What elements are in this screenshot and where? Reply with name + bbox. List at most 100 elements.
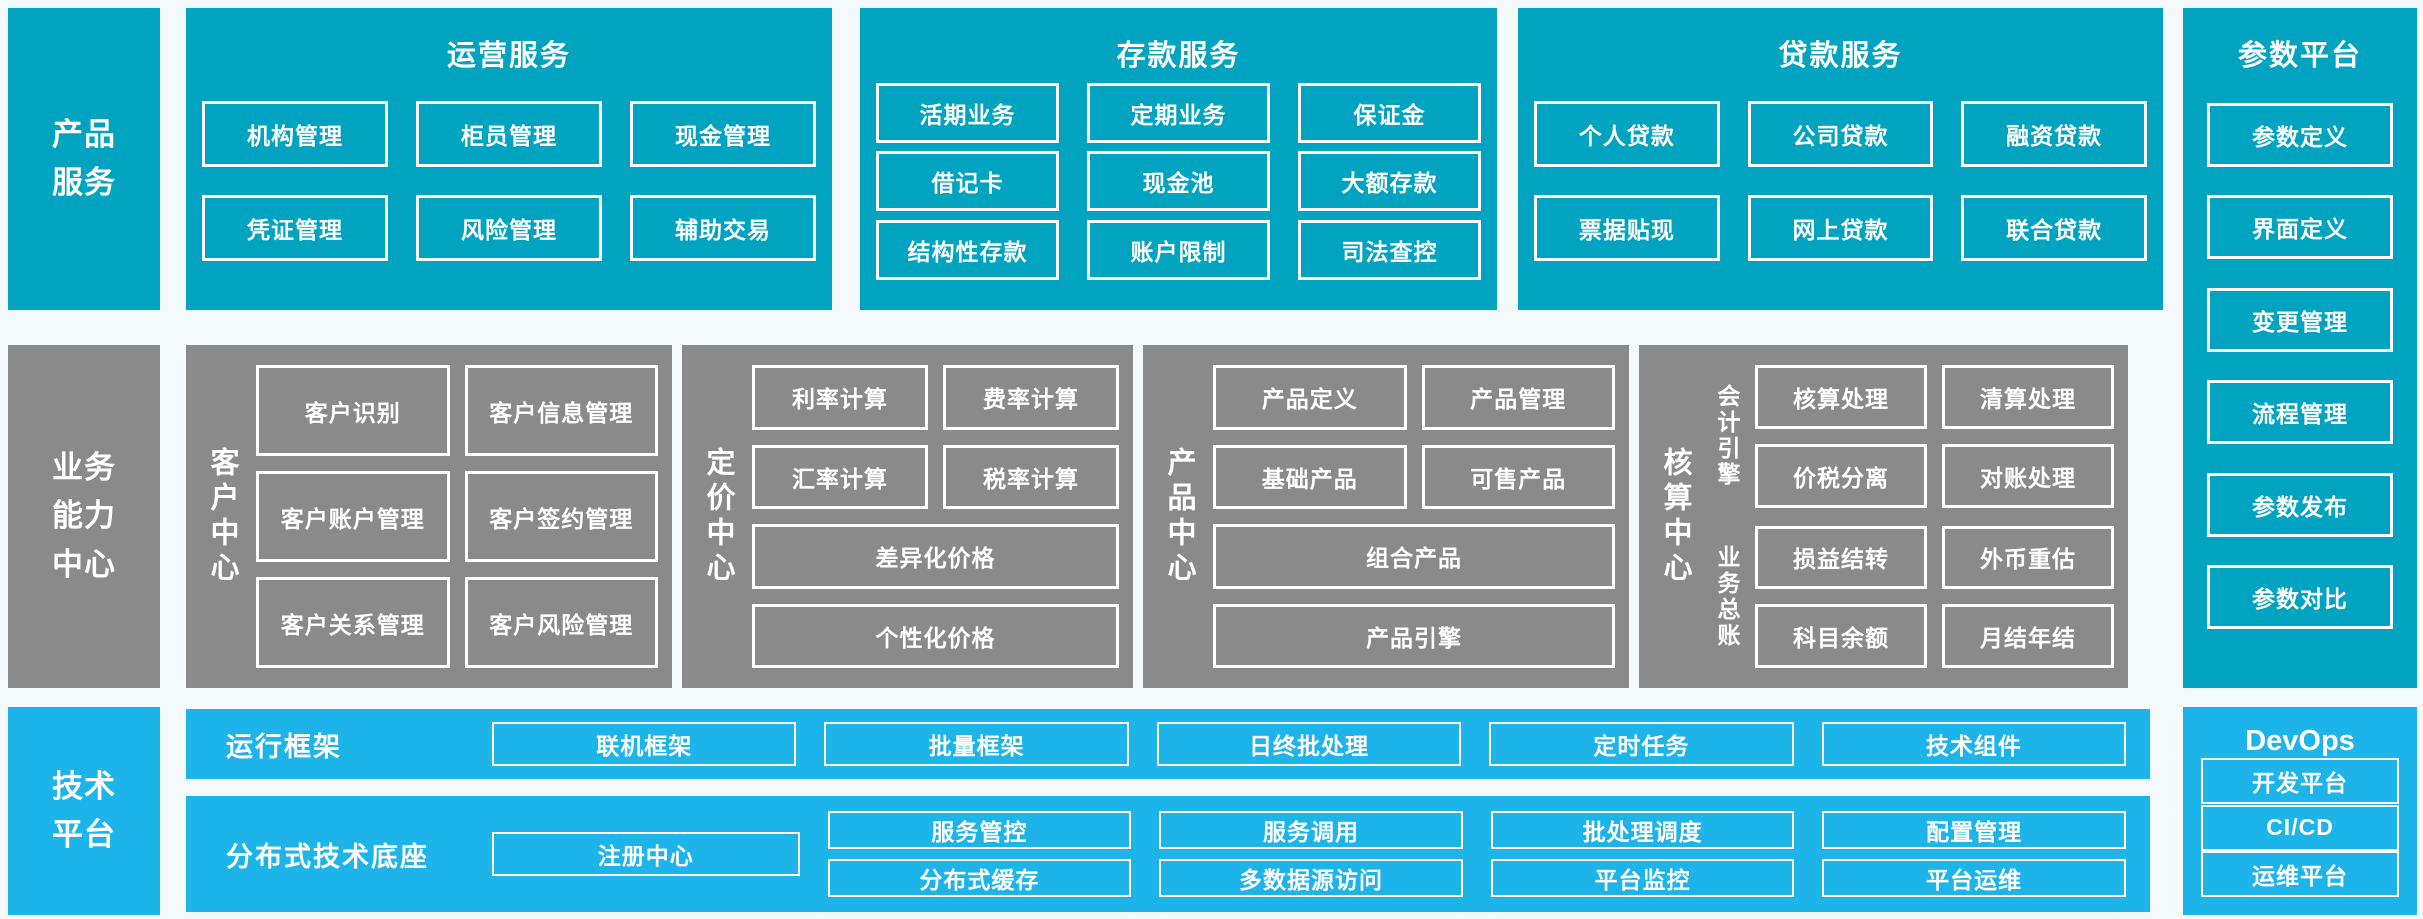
runtime-box: 联机框架 xyxy=(492,722,797,766)
capability-box: 产品定义 xyxy=(1213,365,1407,430)
panel-vlabel: 定价中心 xyxy=(702,446,734,587)
distributed-column: 服务管控 分布式缓存 xyxy=(827,811,1132,897)
block-title: 存款服务 xyxy=(1116,40,1241,72)
service-box: 网上贷款 xyxy=(1747,194,1934,261)
panel-vlabel: 产品中心 xyxy=(1163,446,1195,587)
capability-box: 价税分离 xyxy=(1755,443,1927,508)
param-box: 变更管理 xyxy=(2207,287,2393,352)
service-box: 定期业务 xyxy=(1087,82,1270,143)
capability-box-wide: 产品引擎 xyxy=(1213,603,1615,668)
distributed-box: 配置管理 xyxy=(1822,811,2126,849)
block-title: DevOps xyxy=(2245,725,2355,757)
panel-vlabel: 客户中心 xyxy=(206,446,238,587)
block-loan-services: 贷款服务 个人贷款 公司贷款 融资贷款 票据贴现 网上贷款 联合贷款 xyxy=(1518,8,2163,310)
capability-box: 损益结转 xyxy=(1755,525,1927,590)
param-box: 参数发布 xyxy=(2207,472,2393,537)
param-items: 参数定义 界面定义 变更管理 流程管理 参数发布 参数对比 xyxy=(2207,74,2393,658)
devops-box: CI/CD xyxy=(2201,804,2399,851)
box-row: 个人贷款 公司贷款 融资贷款 xyxy=(1534,101,2148,168)
panel-pricing-center: 定价中心 利率计算 费率计算 汇率计算 税率计算 差异化价格 个性化价格 xyxy=(682,345,1133,688)
capability-box: 费率计算 xyxy=(943,365,1119,430)
service-box: 凭证管理 xyxy=(202,194,388,261)
box-row: 机构管理 柜员管理 现金管理 xyxy=(202,101,816,168)
capability-box: 可售产品 xyxy=(1421,444,1615,509)
service-box: 票据贴现 xyxy=(1534,194,1720,261)
devops-box: 运维平台 xyxy=(2201,850,2399,897)
distributed-box: 批处理调度 xyxy=(1490,811,1795,849)
capability-box: 科目余额 xyxy=(1755,604,1927,668)
distributed-box: 分布式缓存 xyxy=(827,859,1132,897)
box-row: 借记卡 现金池 大额存款 xyxy=(876,151,1481,211)
block-rows: 机构管理 柜员管理 现金管理 凭证管理 风险管理 辅助交易 xyxy=(202,74,816,288)
capability-box: 客户风险管理 xyxy=(464,577,658,668)
service-box: 账户限制 xyxy=(1087,219,1270,280)
accounting-groups: 会计引擎 核算处理 清算处理 价税分离 对账处理 业务总账 损益结转 外币重估 … xyxy=(1709,365,2114,668)
capability-box: 基础产品 xyxy=(1213,444,1407,509)
distributed-box: 平台运维 xyxy=(1822,859,2126,897)
distributed-box: 服务管控 xyxy=(827,811,1132,849)
group-vlabel: 业务总账 xyxy=(1714,544,1740,649)
panel-product-center: 产品中心 产品定义 产品管理 基础产品 可售产品 组合产品 产品引擎 xyxy=(1143,345,1629,688)
group-accounting-engine: 会计引擎 核算处理 清算处理 价税分离 对账处理 xyxy=(1709,365,2114,508)
capability-box: 客户签约管理 xyxy=(464,471,658,562)
service-box: 保证金 xyxy=(1298,82,1481,143)
capability-box: 核算处理 xyxy=(1755,365,1927,429)
capability-box: 汇率计算 xyxy=(752,444,928,509)
service-box: 机构管理 xyxy=(202,101,388,168)
service-box: 现金池 xyxy=(1087,151,1270,211)
service-box: 活期业务 xyxy=(876,82,1059,143)
runtime-box: 定时任务 xyxy=(1489,722,1794,766)
registry-center-box: 注册中心 xyxy=(492,832,800,876)
group-vlabel: 会计引擎 xyxy=(1714,384,1740,489)
block-devops: DevOps 开发平台 CI/CD 运维平台 xyxy=(2183,707,2417,915)
capability-box: 外币重估 xyxy=(1942,525,2114,590)
capability-box: 客户信息管理 xyxy=(464,365,658,456)
runtime-box: 日终批处理 xyxy=(1156,722,1462,766)
devops-items: 开发平台 CI/CD 运维平台 xyxy=(2201,758,2399,897)
capability-box: 税率计算 xyxy=(943,444,1119,509)
block-title: 贷款服务 xyxy=(1778,40,1903,72)
band-label: 运行框架 xyxy=(226,731,342,762)
group-grid: 核算处理 清算处理 价税分离 对账处理 xyxy=(1755,365,2114,508)
service-box: 柜员管理 xyxy=(416,101,602,168)
service-box: 融资贷款 xyxy=(1961,101,2148,168)
distributed-box: 多数据源访问 xyxy=(1159,859,1463,897)
service-box: 辅助交易 xyxy=(630,194,816,261)
box-row: 凭证管理 风险管理 辅助交易 xyxy=(202,194,816,261)
rail-product-services: 产品 服务 xyxy=(8,8,160,310)
group-business-ledger: 业务总账 损益结转 外币重估 科目余额 月结年结 xyxy=(1709,525,2114,668)
service-box: 风险管理 xyxy=(416,194,602,261)
block-title: 参数平台 xyxy=(2237,40,2362,72)
block-parameter-platform: 参数平台 参数定义 界面定义 变更管理 流程管理 参数发布 参数对比 xyxy=(2183,8,2417,688)
band-distributed-base: 分布式技术底座 注册中心 服务管控 分布式缓存 服务调用 多数据源访问 批处理调… xyxy=(186,796,2150,912)
capability-box: 对账处理 xyxy=(1942,443,2114,508)
param-box: 参数对比 xyxy=(2207,565,2393,630)
panel-accounting-center: 核算中心 会计引擎 核算处理 清算处理 价税分离 对账处理 业务总账 损益结转 … xyxy=(1639,345,2128,688)
capability-box: 利率计算 xyxy=(752,365,928,430)
block-rows: 活期业务 定期业务 保证金 借记卡 现金池 大额存款 结构性存款 账户限制 司法… xyxy=(876,74,1481,288)
rail-business-capability: 业务 能力 中心 xyxy=(8,345,160,688)
devops-box: 开发平台 xyxy=(2201,758,2399,805)
panel-customer-center: 客户中心 客户识别 客户信息管理 客户账户管理 客户签约管理 客户关系管理 客户… xyxy=(186,345,672,688)
service-box: 大额存款 xyxy=(1298,151,1481,211)
service-box: 联合贷款 xyxy=(1961,194,2148,261)
runtime-box: 批量框架 xyxy=(824,722,1129,766)
panel-vlabel: 核算中心 xyxy=(1659,446,1691,587)
box-row: 票据贴现 网上贷款 联合贷款 xyxy=(1534,194,2148,261)
block-deposit-services: 存款服务 活期业务 定期业务 保证金 借记卡 现金池 大额存款 结构性存款 账户… xyxy=(860,8,1497,310)
box-row: 活期业务 定期业务 保证金 xyxy=(876,82,1481,143)
distributed-box: 服务调用 xyxy=(1159,811,1463,849)
band-runtime-framework: 运行框架 联机框架 批量框架 日终批处理 定时任务 技术组件 xyxy=(186,709,2150,779)
service-box: 司法查控 xyxy=(1298,219,1481,280)
panel-grid: 利率计算 费率计算 汇率计算 税率计算 差异化价格 个性化价格 xyxy=(752,365,1119,668)
block-operations-services: 运营服务 机构管理 柜员管理 现金管理 凭证管理 风险管理 辅助交易 xyxy=(186,8,832,310)
group-grid: 损益结转 外币重估 科目余额 月结年结 xyxy=(1755,525,2114,668)
service-box: 个人贷款 xyxy=(1534,101,1720,168)
distributed-box: 平台监控 xyxy=(1490,859,1795,897)
capability-box: 客户关系管理 xyxy=(256,577,450,668)
rail-tech-platform: 技术 平台 xyxy=(8,707,160,915)
panel-grid: 产品定义 产品管理 基础产品 可售产品 组合产品 产品引擎 xyxy=(1213,365,1615,668)
service-box: 结构性存款 xyxy=(876,219,1059,280)
band-label: 分布式技术底座 xyxy=(226,841,429,872)
